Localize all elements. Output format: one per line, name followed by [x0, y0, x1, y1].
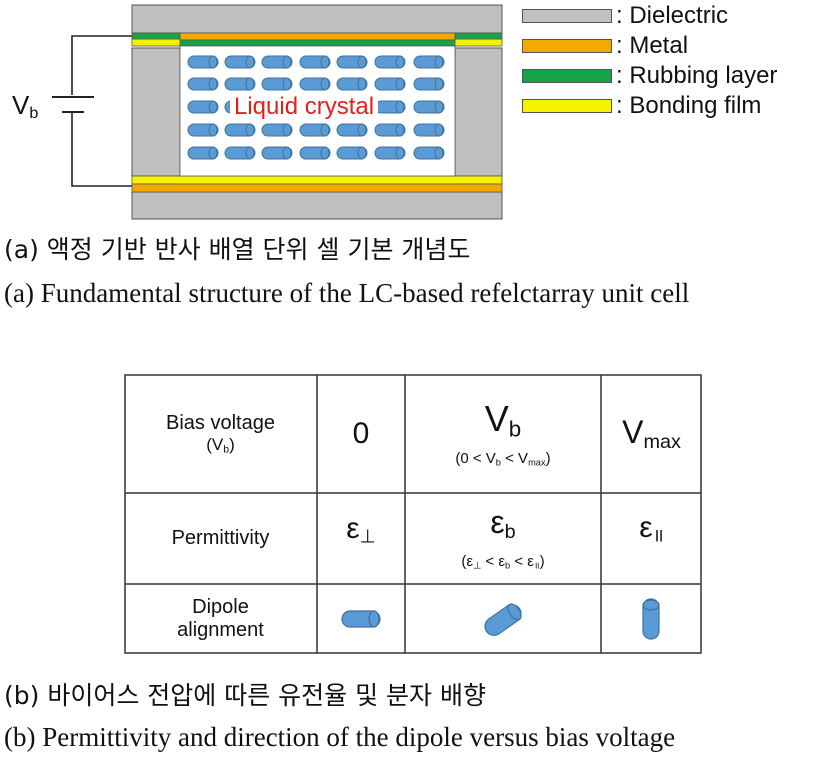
legend-label: : Bonding film — [616, 92, 762, 119]
permittivity-eb: εb (ε⊥ < εb < ε॥) — [405, 493, 601, 584]
permittivity-perp: ε⊥ — [346, 511, 376, 547]
lc-molecule — [187, 123, 219, 137]
lc-molecule — [413, 100, 445, 114]
lc-molecule — [374, 146, 406, 160]
lc-molecule — [187, 100, 219, 114]
legend: : Dielectric : Metal : Rubbing layer : B… — [522, 2, 778, 119]
lc-molecule — [299, 123, 331, 137]
dielectric-top — [131, 4, 503, 34]
lc-molecule — [224, 55, 256, 69]
liquid-crystal-label: Liquid crystal — [230, 93, 379, 121]
vb-label: Vb — [12, 90, 39, 123]
caption-a-korean: (a) 액정 기반 반사 배열 단위 셀 기본 개념도 — [4, 235, 471, 264]
row-label-bias-voltage: Bias voltage (Vb) — [124, 374, 317, 493]
caption-b-korean: (b) 바이어스 전압에 따른 유전율 및 분자 배향 — [4, 681, 487, 710]
dipole-horizontal-icon — [341, 610, 381, 628]
rubbing-top-left — [131, 32, 181, 40]
lc-molecule — [336, 77, 368, 91]
legend-item-rubbing-layer: : Rubbing layer — [522, 62, 778, 89]
lc-molecule — [374, 55, 406, 69]
lc-molecule — [413, 146, 445, 160]
table-grid — [124, 374, 702, 654]
lc-molecule — [261, 77, 293, 91]
row-label-permittivity: Permittivity — [171, 527, 270, 549]
lc-molecule — [187, 55, 219, 69]
legend-item-bonding-film: : Bonding film — [522, 92, 777, 119]
lc-molecule — [187, 77, 219, 91]
lc-molecule — [374, 123, 406, 137]
lc-molecule — [299, 55, 331, 69]
lc-molecule — [261, 123, 293, 137]
dipole-vertical-icon — [642, 598, 660, 640]
bias-voltage-symbol: (Vb) — [206, 434, 235, 456]
bias-table: Bias voltage (Vb) 0 Vb (0 < Vb < Vmax) V… — [124, 374, 702, 654]
permittivity-parallel: ε॥ — [639, 511, 664, 546]
legend-label: : Rubbing layer — [616, 62, 778, 89]
dipole-tilted-icon — [484, 603, 522, 636]
lc-molecule — [224, 77, 256, 91]
lc-molecule — [374, 100, 406, 114]
bias-vmax: Vmax — [622, 413, 681, 453]
lc-molecule — [336, 123, 368, 137]
legend-swatch — [522, 9, 612, 23]
metal-top — [179, 32, 456, 41]
bias-wire-lower — [71, 112, 132, 187]
lc-molecule — [299, 146, 331, 160]
bias-voltage-label: Bias voltage — [166, 411, 275, 434]
bias-wire — [71, 35, 132, 95]
lc-molecule — [336, 146, 368, 160]
lc-molecule — [224, 123, 256, 137]
lc-molecule — [261, 55, 293, 69]
legend-item-metal: : Metal — [522, 32, 777, 59]
lc-molecule — [336, 55, 368, 69]
legend-swatch — [522, 99, 612, 113]
legend-label: : Metal — [616, 32, 689, 59]
lc-molecule — [261, 146, 293, 160]
eb-range: (ε⊥ < εb < ε॥) — [461, 553, 545, 571]
vb-range: (0 < Vb < Vmax) — [455, 450, 551, 468]
lc-molecule — [187, 146, 219, 160]
bias-vb: Vb (0 < Vb < Vmax) — [405, 374, 601, 493]
lc-molecule — [413, 55, 445, 69]
dielectric-right — [454, 47, 503, 177]
lc-molecule — [374, 77, 406, 91]
rubbing-top — [179, 39, 456, 47]
rubbing-top-right — [454, 32, 503, 40]
vb-symbol: Vb — [484, 397, 522, 442]
lc-molecule — [224, 146, 256, 160]
row-label-dipole-alignment: Dipole alignment — [177, 596, 264, 641]
legend-item-dielectric: : Dielectric — [522, 2, 777, 29]
bonding-film-bottom — [131, 175, 503, 185]
eb-symbol: εb — [490, 504, 516, 544]
lc-molecule — [299, 77, 331, 91]
dipole-row — [341, 598, 660, 640]
dielectric-bottom — [131, 191, 503, 220]
dielectric-left — [131, 47, 181, 177]
lc-molecule — [413, 77, 445, 91]
legend-swatch — [522, 39, 612, 53]
metal-bottom — [131, 183, 503, 193]
caption-a-english: (a) Fundamental structure of the LC-base… — [4, 278, 690, 308]
bias-zero: 0 — [352, 416, 370, 450]
lc-molecule — [413, 123, 445, 137]
legend-label: : Dielectric — [616, 2, 729, 29]
legend-swatch — [522, 69, 612, 83]
caption-b-english: (b) Permittivity and direction of the di… — [4, 722, 676, 752]
